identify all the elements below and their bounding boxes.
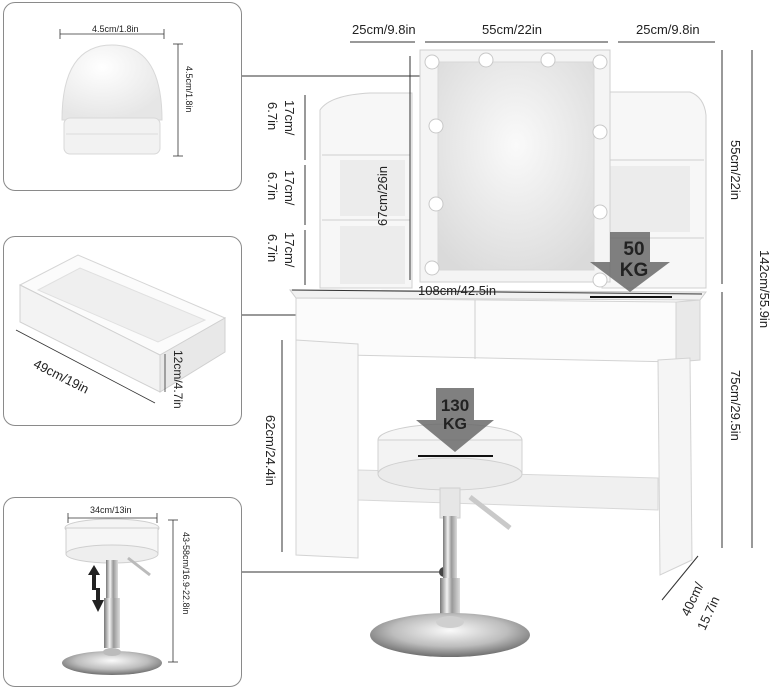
desk-height-label: 75cm/29.5in: [728, 370, 743, 441]
tabletop-width-label: 108cm/42.5in: [418, 283, 497, 298]
left-side-width-label: 25cm/9.8in: [352, 22, 416, 37]
mirror-height-label: 67cm/26in: [375, 166, 390, 226]
stool-load-value: 130: [440, 396, 470, 415]
stool-load-unit: KG: [443, 416, 467, 433]
bulb-illustration: [61, 44, 163, 155]
tabletop-load-arrow: [590, 232, 672, 298]
drawer-height-label: 12cm/4.7in: [171, 350, 185, 409]
mirror-width-label: 55cm/22in: [482, 22, 542, 37]
shelf-height-1-line1: 17cm/: [282, 100, 297, 136]
stool-diameter-label: 34cm/13in: [90, 505, 132, 515]
tabletop-load-value: 50: [623, 239, 645, 260]
bulb-width-label: 4.5cm/1.8in: [92, 24, 139, 34]
shelf-height-2-line1: 17cm/: [282, 170, 297, 206]
shelf-height-1-line2: 6.7in: [265, 102, 280, 131]
shelf-height-3-line1: 17cm/: [282, 232, 297, 268]
stool-load-arrow: [416, 388, 494, 457]
shelf-height-2-line2: 6.7in: [265, 172, 280, 201]
total-height-label: 142cm/55.9in: [757, 250, 772, 329]
leg-height-label: 62cm/24.4in: [263, 415, 278, 486]
height-adjust-arrows: [88, 565, 104, 612]
stool-illustration: [62, 518, 162, 675]
right-side-width-label: 25cm/9.8in: [636, 22, 700, 37]
bulb-height-label: 4.5cm/1.8in: [184, 66, 194, 113]
drawer-illustration: [18, 254, 227, 393]
stool-height-range-label: 43-58cm/16.9-22.8in: [181, 532, 191, 615]
vanity-table: [288, 49, 707, 576]
shelf-height-3-line2: 6.7in: [265, 234, 280, 263]
main-stool: [370, 423, 530, 657]
tabletop-load-unit: KG: [619, 260, 649, 281]
upper-height-label: 55cm/22in: [728, 140, 743, 200]
